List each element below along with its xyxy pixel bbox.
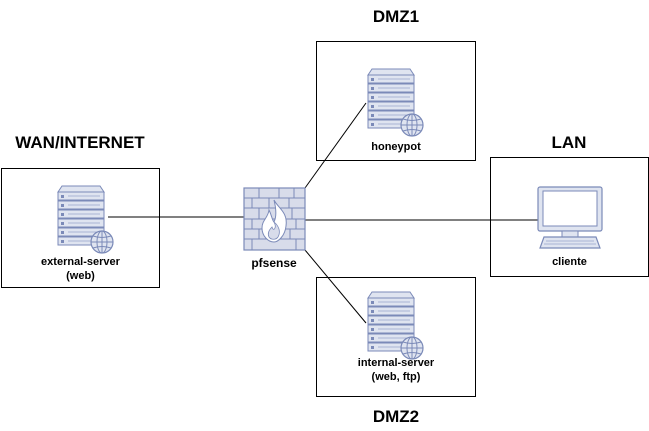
firewall-icon	[243, 187, 306, 251]
internal-server-role: (web, ftp)	[371, 371, 421, 383]
internal-server-icon	[367, 291, 424, 360]
dmz1-zone-title: DMZ1	[372, 7, 420, 26]
honeypot-server-icon	[367, 68, 424, 137]
firewall-label: pfsense	[224, 256, 324, 270]
firewall-name: pfsense	[251, 256, 297, 270]
honeypot-name: honeypot	[371, 141, 421, 153]
dmz2-zone-title: DMZ2	[372, 407, 420, 426]
client-label: cliente	[490, 255, 649, 269]
client-name: cliente	[552, 256, 587, 268]
honeypot-label: honeypot	[316, 140, 476, 154]
wan-zone-title: WAN/INTERNET	[15, 133, 145, 152]
lan-zone-title: LAN	[551, 133, 587, 152]
external-server-label: external-server (web)	[1, 255, 160, 283]
connection-lines	[108, 102, 538, 324]
external-server-name: external-server	[41, 256, 120, 268]
link-firewall-dmz2	[304, 249, 367, 324]
desktop-computer-icon	[537, 186, 603, 249]
link-firewall-dmz1	[304, 102, 367, 189]
internal-server-label: internal-server (web, ftp)	[316, 356, 476, 384]
external-server-role: (web)	[66, 270, 95, 282]
internal-server-name: internal-server	[357, 357, 435, 369]
external-server-icon	[57, 185, 114, 254]
